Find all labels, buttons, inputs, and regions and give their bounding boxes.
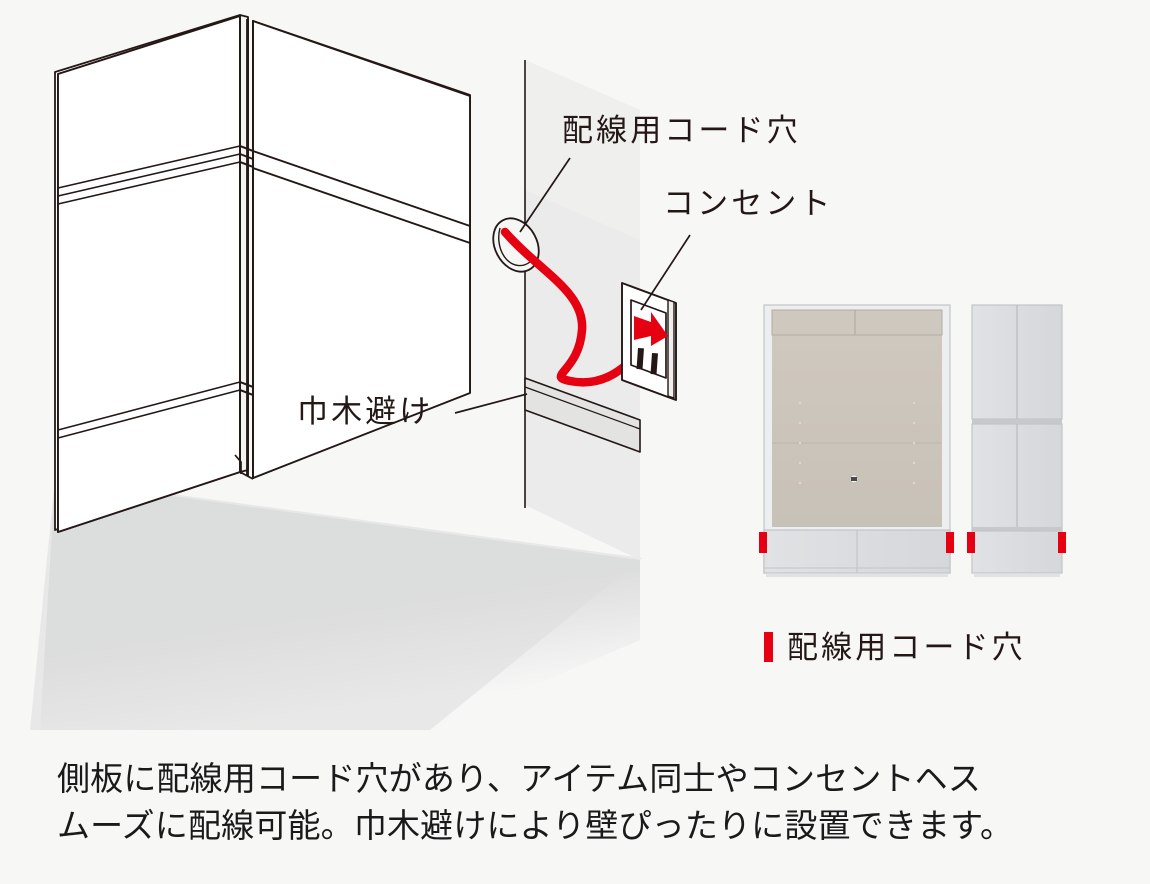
legend-label: 配線用コード穴 — [787, 629, 1026, 665]
illustration-svg — [30, 14, 691, 730]
legend-swatch-red-bar — [764, 632, 773, 662]
cabinet-left-face — [57, 15, 241, 533]
floor-plane — [30, 478, 642, 730]
callout-label-cord-hole: 配線用コード穴 — [562, 113, 801, 148]
product-panel-figure — [742, 283, 1072, 593]
callout-label-outlet: コンセント — [663, 186, 834, 221]
isometric-illustration — [30, 14, 691, 730]
leader-line-cord-hole — [519, 157, 571, 233]
leader-line-outlet — [640, 234, 691, 311]
caption-line-1: 側板に配線用コード穴があり、アイテム同士やコンセントヘス — [57, 760, 981, 797]
product-figure-svg — [759, 304, 1066, 577]
leader-line-baseboard — [454, 393, 528, 414]
cord-hole-marker — [946, 532, 954, 553]
power-cord — [500, 227, 641, 387]
caption-line-2: ムーズに配線可能。巾木避けにより壁ぴったりに設置できます。 — [57, 806, 1014, 844]
cord-hole-marker — [759, 532, 767, 553]
cabinet-right-face — [252, 20, 471, 479]
cord-hole-marker — [967, 532, 975, 553]
product-panel-closed-doors — [967, 304, 1066, 577]
cabinet-corner-edges — [239, 16, 254, 480]
cord-hole-marker — [1058, 532, 1066, 553]
caption: 側板に配線用コード穴があり、アイテム同士やコンセントヘス ムーズに配線可能。巾木… — [57, 756, 1117, 850]
product-panel-open-shelf — [759, 304, 954, 577]
cabinet-left-face-seams — [57, 145, 241, 439]
baseboard — [524, 377, 641, 453]
callout-label-baseboard: 巾木避け — [297, 394, 434, 429]
baseboard-notch — [234, 454, 242, 474]
legend: 配線用コード穴 — [764, 625, 1026, 669]
wall-outlet — [621, 282, 677, 401]
